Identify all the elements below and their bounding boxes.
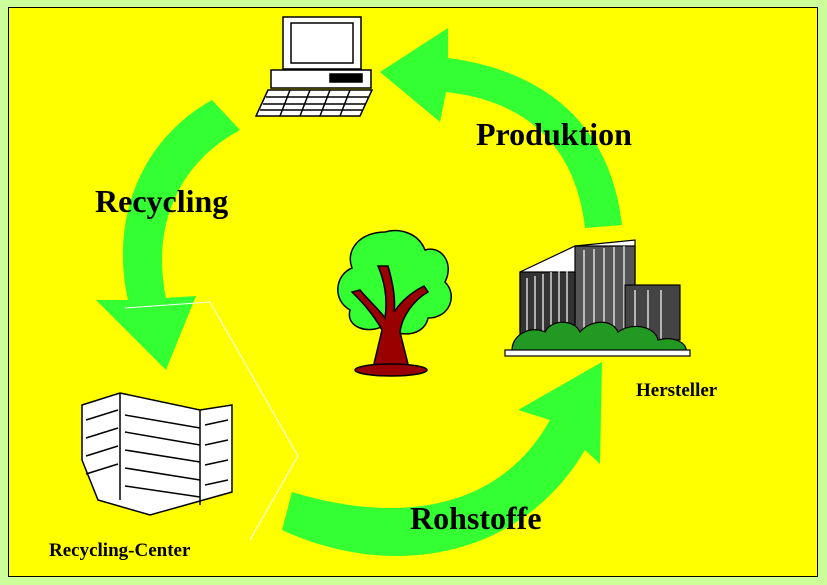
label-recycling: Recycling — [95, 183, 229, 219]
computer-icon — [254, 16, 374, 117]
tree-icon — [337, 229, 453, 377]
recycling-center-building-icon — [81, 301, 299, 541]
label-raw-materials: Rohstoffe — [410, 500, 542, 536]
label-manufacturer: Hersteller — [636, 380, 718, 401]
label-production: Produktion — [476, 116, 632, 152]
arrow-raw-materials — [282, 362, 602, 556]
arrow-production — [380, 28, 622, 228]
factory-icon — [504, 239, 691, 357]
arrow-recycling — [96, 100, 240, 370]
label-recycling-center: Recycling-Center — [49, 540, 191, 561]
